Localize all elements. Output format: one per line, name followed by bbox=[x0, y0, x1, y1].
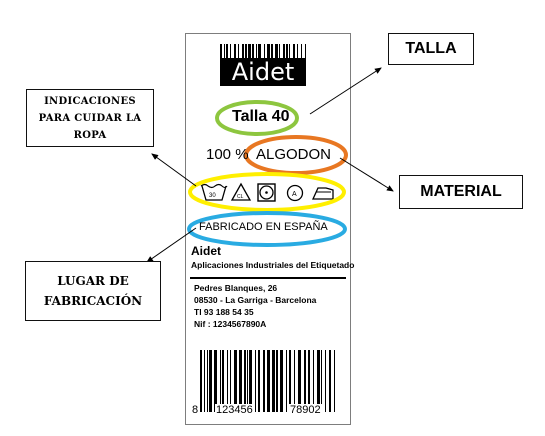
care-highlight bbox=[188, 172, 346, 212]
size-highlight bbox=[215, 100, 299, 136]
company-description: Aplicaciones Industriales del Etiquetado bbox=[191, 260, 355, 270]
top-barcode bbox=[220, 44, 306, 60]
barcode-first-digit: 8 bbox=[192, 404, 199, 416]
barcode-group-1: 123456 bbox=[215, 404, 254, 416]
brand-logo: Aidet bbox=[220, 58, 306, 86]
svg-text:30: 30 bbox=[209, 193, 216, 199]
material-percent: 100 % bbox=[206, 146, 249, 163]
svg-text:A: A bbox=[292, 191, 297, 198]
indicaciones-callout: INDICACIONES PARA CUIDAR LA ROPA bbox=[26, 89, 154, 147]
phone-text: Tl 93 188 54 35 bbox=[194, 307, 254, 317]
svg-text:CL: CL bbox=[237, 194, 244, 200]
dry-clean-a-icon: A bbox=[286, 184, 304, 202]
care-arrow bbox=[151, 153, 197, 187]
iron-icon bbox=[311, 187, 334, 200]
talla-arrow bbox=[309, 67, 382, 115]
barcode-group-2: 78902 bbox=[289, 404, 322, 416]
material-name: ALGODON bbox=[256, 146, 332, 163]
material-arrow bbox=[339, 157, 394, 192]
bottom-barcode bbox=[200, 350, 335, 412]
talla-callout: TALLA bbox=[388, 33, 474, 65]
address-line-2: 08530 - La Garriga - Barcelona bbox=[194, 295, 317, 305]
nif-text: Nif : 1234567890A bbox=[194, 319, 267, 329]
address-line-1: Pedres Blanques, 26 bbox=[194, 283, 278, 293]
bleach-cl-icon: CL bbox=[230, 182, 252, 201]
origin-arrow bbox=[146, 227, 197, 263]
tumble-dry-icon bbox=[257, 183, 276, 202]
origin-highlight bbox=[187, 211, 347, 247]
lugar-callout: LUGAR DE FABRICACIÓN bbox=[25, 261, 161, 321]
made-in-text: FABRICADO EN ESPAÑA bbox=[199, 221, 328, 233]
size-text: Talla 40 bbox=[232, 108, 290, 125]
material-callout: MATERIAL bbox=[399, 175, 523, 209]
material-highlight bbox=[244, 135, 348, 175]
wash-30-icon: 30 bbox=[200, 183, 228, 201]
company-name: Aidet bbox=[191, 244, 221, 258]
